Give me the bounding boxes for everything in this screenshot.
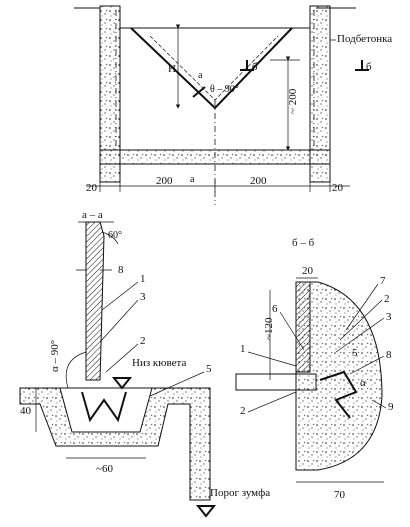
bb-dim-120: ~120 xyxy=(263,317,275,340)
bb-num-6: 6 xyxy=(272,303,278,315)
leader-3 xyxy=(99,299,139,343)
section-a-line xyxy=(192,86,206,98)
label-niz-kyuveta: Низ кювета xyxy=(132,357,186,369)
right-wall xyxy=(309,5,331,183)
dim-40: 40 xyxy=(20,405,32,417)
bb-dim-70: 70 xyxy=(334,489,346,501)
label-alpha: α – 90° xyxy=(49,340,61,372)
bb-leader-1 xyxy=(247,351,297,367)
bb-leader-2a xyxy=(339,299,383,341)
v-notch xyxy=(130,27,293,110)
bb-channel xyxy=(235,373,317,391)
b-marker-right xyxy=(355,60,369,71)
bb-leader-8 xyxy=(349,355,385,375)
bb-leader-6 xyxy=(279,311,305,351)
num-5: 5 xyxy=(206,363,212,375)
label-b-right: б xyxy=(366,61,372,73)
label-H: H xyxy=(168,63,176,75)
label-porog: Порог зумфа xyxy=(210,487,270,499)
label-b-left: б xyxy=(252,61,258,73)
top-view: H ~ 200 a θ – 90° a б б Подбетонка 20 20… xyxy=(74,5,392,205)
porog-marker xyxy=(195,505,217,518)
num-2: 2 xyxy=(140,335,146,347)
bb-num-3: 3 xyxy=(386,311,392,323)
leader-1 xyxy=(101,281,139,311)
angle-60-arc xyxy=(101,231,119,245)
bb-leader-9 xyxy=(371,399,387,409)
bb-leader-3 xyxy=(335,317,385,353)
section-aa-title: а – а xyxy=(82,209,103,221)
dim-200-right: 200 xyxy=(250,175,267,187)
bb-leader-2b xyxy=(247,391,297,413)
section-aa: а – а 60° 8 1 3 2 Низ кювета 5 α – 90° 4… xyxy=(19,209,270,518)
bb-num-5: 5 xyxy=(352,347,358,359)
bb-plate xyxy=(295,281,311,373)
label-theta: θ – 90° xyxy=(210,84,239,95)
b-marker-left xyxy=(240,60,254,71)
leader-2 xyxy=(105,343,139,373)
bb-leader-7 xyxy=(345,283,379,331)
bb-num-7: 7 xyxy=(380,275,386,287)
dim-8: 8 xyxy=(118,264,124,276)
label-a-top: a xyxy=(198,70,203,81)
dim-20-left: 20 xyxy=(86,182,98,194)
dim-60: ~60 xyxy=(96,463,113,475)
bb-num-2a: 2 xyxy=(384,293,390,305)
bb-label-alpha: α xyxy=(360,377,366,389)
num-1: 1 xyxy=(140,273,146,285)
dim-20-right: 20 xyxy=(332,182,344,194)
bb-num-9: 9 xyxy=(388,401,394,413)
angle-60: 60° xyxy=(108,230,122,241)
section-bb-title: б – б xyxy=(292,237,315,249)
dim-ticks xyxy=(99,180,331,192)
num-3: 3 xyxy=(140,291,146,303)
label-podbetonka: Подбетонка xyxy=(337,33,392,45)
left-wall xyxy=(99,5,121,183)
dim-200-vertical: ~ 200 xyxy=(287,88,299,114)
trough xyxy=(19,387,211,501)
bb-anchor xyxy=(319,370,358,419)
bb-num-8: 8 xyxy=(386,349,392,361)
weir-plate xyxy=(85,221,105,381)
bb-concrete xyxy=(295,281,383,471)
niz-kyuveta-marker xyxy=(111,377,133,390)
alpha-arc xyxy=(65,351,87,389)
bb-dim-20: 20 xyxy=(302,265,314,277)
label-a-bottom: a xyxy=(190,174,195,185)
dim-200-left: 200 xyxy=(156,175,173,187)
anchor-bar xyxy=(81,391,127,423)
section-bb: б – б 20 6 7 2 3 1 5 8 2 9 α ~120 70 xyxy=(235,237,394,501)
bb-num-1: 1 xyxy=(240,343,246,355)
leader-5 xyxy=(149,371,205,397)
bb-num-2b: 2 xyxy=(240,405,246,417)
